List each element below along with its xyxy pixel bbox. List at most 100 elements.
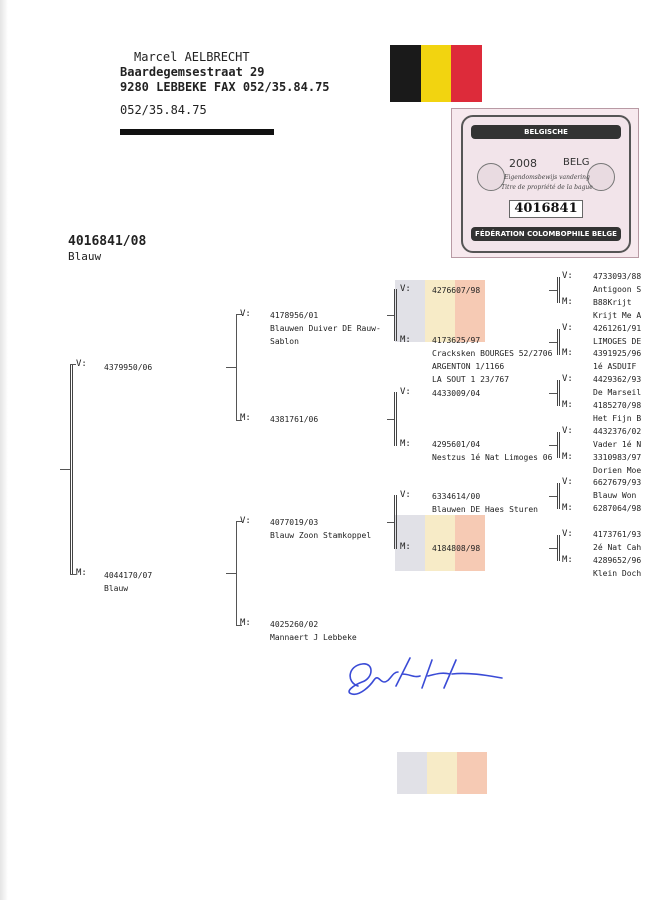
sd-ring: 4381761/06 (270, 415, 319, 424)
gen4-label: V: (562, 323, 573, 333)
sdd-label: M: (400, 439, 411, 449)
dam-label: M: (76, 568, 87, 578)
gen4-label: V: (562, 426, 573, 436)
gen2-dam-connector (226, 573, 236, 574)
gen2-sire-connector (226, 367, 236, 368)
gen4-bracket (557, 535, 560, 561)
ss-label: V: (240, 309, 251, 319)
pigeon-ring-number: 4016841/08 (68, 234, 147, 249)
gen1-connector (60, 469, 70, 470)
belgian-flag-icon (390, 45, 483, 102)
certificate-seal-icon (477, 163, 505, 191)
stripe-orange (455, 280, 485, 342)
header-underline-bar (120, 129, 274, 135)
gen4-label: V: (562, 271, 573, 281)
gen3-b-bracket (394, 392, 397, 446)
gen2-sire-bottom-tick (236, 420, 242, 421)
gen4-label: V: (562, 374, 573, 384)
scan-stripes-3 (397, 752, 487, 794)
signature-icon (348, 657, 503, 696)
stripe-orange (457, 752, 487, 794)
gen4-bracket (557, 380, 560, 406)
gen4-label: V: (562, 477, 573, 487)
owner-street: Baardegemsestraat 29 (120, 65, 265, 79)
gen4-connector (549, 445, 557, 446)
gen1-top-tick (70, 364, 76, 365)
certificate-frame: BELGISCHE DUIVENLIEFHEBBERSBOND 2008 BEL… (461, 115, 631, 253)
sdd-ring: 4295601/04 (432, 440, 481, 449)
gen3-c-connector (387, 522, 395, 523)
certificate-country: BELG (563, 157, 590, 168)
gen2-dam-bracket (236, 521, 237, 625)
sd-label: M: (240, 413, 251, 423)
gen4-connector (549, 496, 557, 497)
gen3-c-bracket (394, 495, 397, 549)
gen2-dam-top-tick (236, 521, 242, 522)
gen2-dam-bottom-tick (236, 625, 242, 626)
stripe-yellow (427, 752, 457, 794)
scan-stripes-1 (395, 280, 485, 342)
gen4-name: LIMOGES DE (593, 337, 642, 346)
dam-name: Blauw (104, 584, 129, 593)
dd-label: M: (240, 618, 251, 628)
stripe-lavender (397, 752, 427, 794)
ds-label: V: (240, 516, 251, 526)
gen4-label: M: (562, 452, 573, 462)
gen4-ring: B88Krijt (593, 298, 632, 307)
ssd-info-1: Cracksken BOURGES 52/2706 (432, 349, 553, 358)
gen4-name: De Marseil (593, 388, 642, 397)
ss-ring: 4178956/01 (270, 311, 319, 320)
sire-label: V: (76, 359, 87, 369)
pigeon-color: Blauw (68, 250, 102, 263)
ssd-info-2: ARGENTON 1/1166 (432, 362, 505, 371)
stripe-lavender (395, 280, 425, 342)
sds-ring: 4433009/04 (432, 389, 481, 398)
owner-phone: 052/35.84.75 (120, 103, 207, 117)
gen4-connector (549, 290, 557, 291)
gen4-label: M: (562, 400, 573, 410)
owner-city-fax: 9280 LEBBEKE FAX 052/35.84.75 (120, 80, 330, 94)
gen3-a-bracket (394, 289, 397, 341)
certificate-top-banner: BELGISCHE DUIVENLIEFHEBBERSBOND (471, 125, 621, 139)
sss-ring: 4276607/98 (432, 286, 481, 295)
gen4-name: Krijt Me A (593, 311, 642, 320)
gen4-name: Vader 1é N (593, 440, 642, 449)
ds-name: Blauw Zoon Stamkoppel (270, 531, 372, 540)
dd-name: Mannaert J Lebbeke (270, 633, 357, 642)
gen4-ring: 4289652/96 (593, 556, 642, 565)
gen4-ring: 6627679/93 (593, 478, 642, 487)
gen4-name: Dorien Moe (593, 466, 642, 475)
gen4-ring: 4429362/93 (593, 375, 642, 384)
gen4-name: Blauw Won (593, 491, 637, 500)
gen4-label: M: (562, 555, 573, 565)
gen4-bracket (557, 483, 560, 509)
dsd-ring: 4184808/98 (432, 544, 481, 553)
gen4-ring: 4261261/91 (593, 324, 642, 333)
gen4-bracket (557, 329, 560, 355)
ss-name-2: Sablon (270, 337, 299, 346)
gen4-connector (549, 393, 557, 394)
crown-seal-icon (587, 163, 615, 191)
gen4-ring: 4185270/98 (593, 401, 642, 410)
gen4-name: Klein Doch (593, 569, 642, 578)
gen4-label: M: (562, 503, 573, 513)
sire-ring: 4379950/06 (104, 363, 153, 372)
scan-stripes-2 (395, 515, 485, 571)
ssd-info-3: LA SOUT 1 23/767 (432, 375, 510, 384)
dsd-label: M: (400, 542, 411, 552)
dss-label: V: (400, 490, 411, 500)
certificate-bottom-banner: FÉDÉRATION COLOMBOPHILE BELGE (471, 227, 621, 241)
gen4-ring: 3310983/97 (593, 453, 642, 462)
owner-name: Marcel AELBRECHT (134, 50, 250, 64)
certificate-line-nl: Eigendomsbewijs vandering (504, 174, 590, 181)
gen2-sire-bracket (236, 314, 237, 420)
gen4-name: 1é ASDUIF (593, 362, 637, 371)
gen4-label: M: (562, 348, 573, 358)
gen3-a-connector (387, 315, 395, 316)
stripe-yellow (425, 280, 455, 342)
gen1-bracket (70, 364, 73, 574)
ss-name-1: Blauwen Duiver DE Rauw- (270, 324, 381, 333)
gen3-b-connector (387, 419, 395, 420)
dam-ring: 4044170/07 (104, 571, 153, 580)
